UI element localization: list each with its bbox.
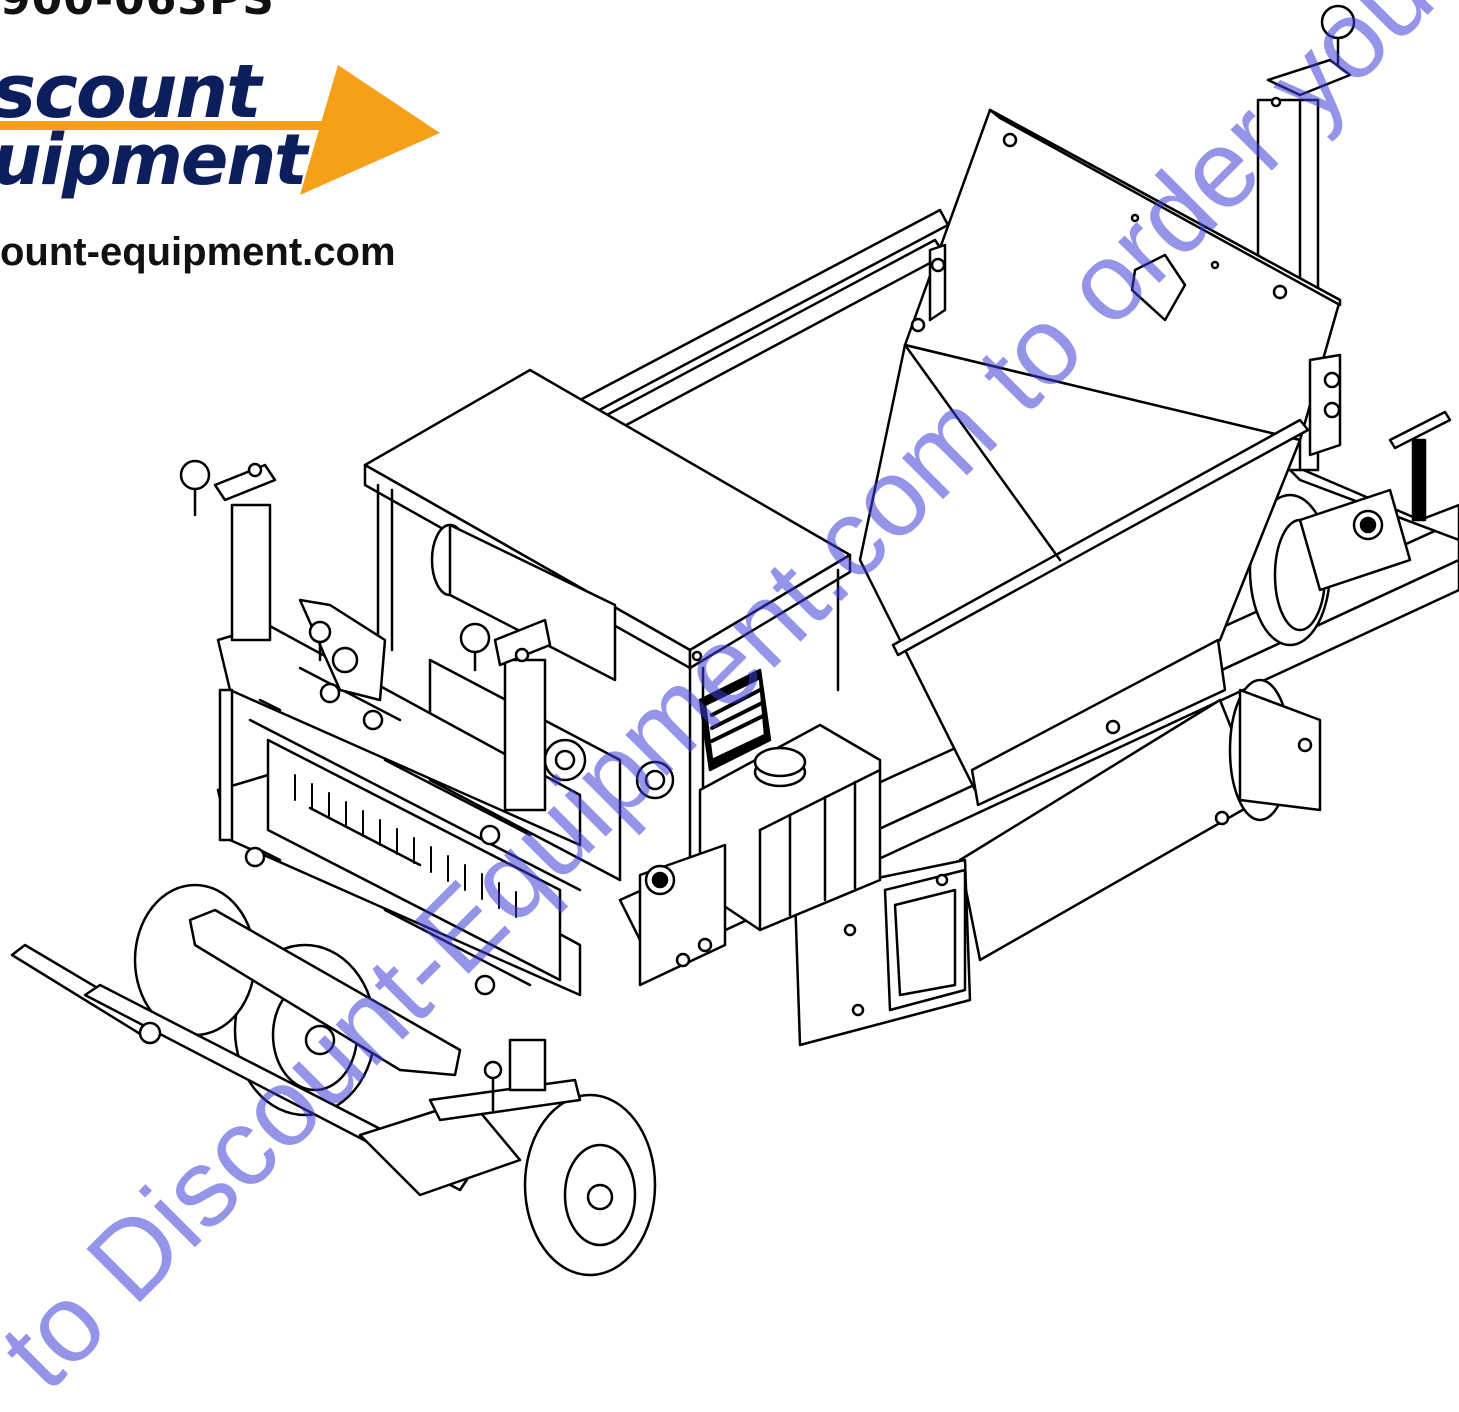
t-handle (1388, 410, 1452, 522)
wheel-yoke (188, 908, 582, 1197)
main-cylinder (958, 678, 1322, 962)
adjustment-lever (298, 598, 387, 731)
machine-line-drawing (10, 4, 1459, 1277)
rear-wheel-right (1248, 488, 1412, 647)
front-jack-post (179, 459, 277, 642)
front-wheel-right (523, 1093, 657, 1277)
hopper-chute (970, 638, 1227, 807)
mounting-bracket (793, 858, 972, 1047)
grille-slots (294, 774, 517, 918)
control-box (638, 843, 727, 987)
logo-arrow-icon (0, 65, 440, 195)
website-url: ount-equipment.com (0, 230, 396, 274)
fuel-tank (698, 723, 882, 932)
middle-jack-post (459, 618, 552, 812)
part-number: 900-063PS (0, 0, 275, 22)
hopper-body (858, 243, 1342, 792)
logo-text-line1: scount (0, 49, 261, 135)
brand-logo: scount uipment (0, 55, 445, 205)
logo-text-line2: uipment (0, 119, 308, 201)
